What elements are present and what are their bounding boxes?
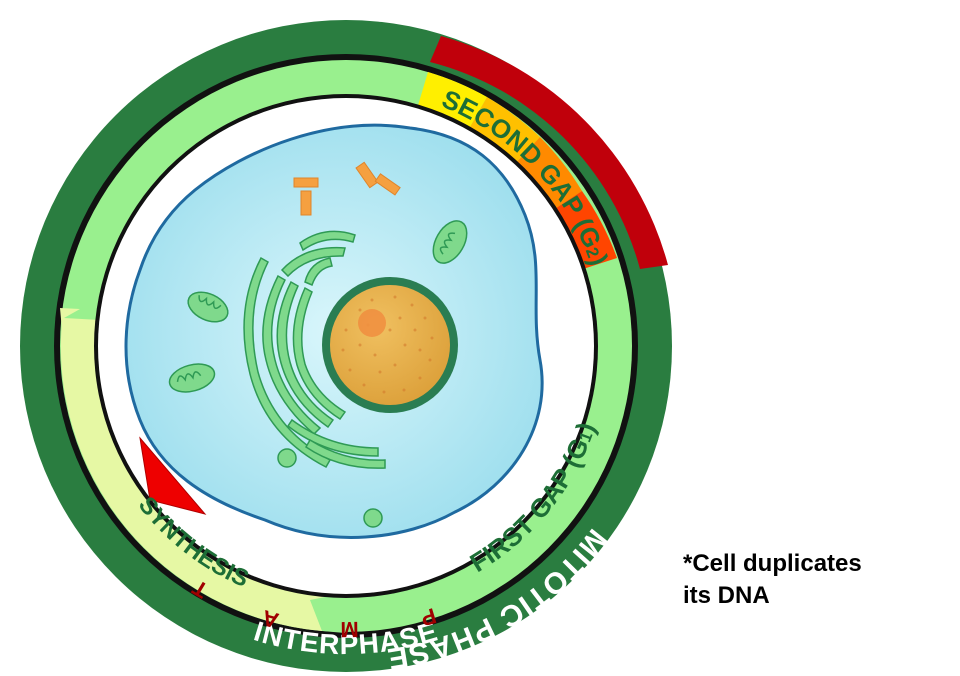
vesicle	[363, 508, 383, 528]
anaphase-letter: A	[259, 605, 281, 633]
mitochondrion	[187, 291, 229, 323]
vesicle	[277, 448, 297, 468]
synthesis-arrow	[139, 436, 207, 515]
nucleus	[330, 285, 450, 405]
mitochondrion	[168, 363, 216, 393]
centriole	[293, 177, 319, 216]
endoplasmic-reticulum	[243, 230, 386, 469]
dna-duplication-note: *Cell duplicates its DNA	[683, 548, 943, 612]
chromatin-dots	[341, 295, 434, 394]
centriole	[355, 161, 401, 196]
note-line-2: its DNA	[683, 582, 770, 609]
prophase-letter: P	[418, 603, 439, 631]
mitochondrion	[432, 220, 468, 264]
note-line-1: *Cell duplicates	[683, 550, 862, 577]
nucleolus	[358, 309, 386, 337]
mitotic-phase-band	[430, 36, 668, 269]
metaphase-letter: M	[340, 617, 359, 642]
